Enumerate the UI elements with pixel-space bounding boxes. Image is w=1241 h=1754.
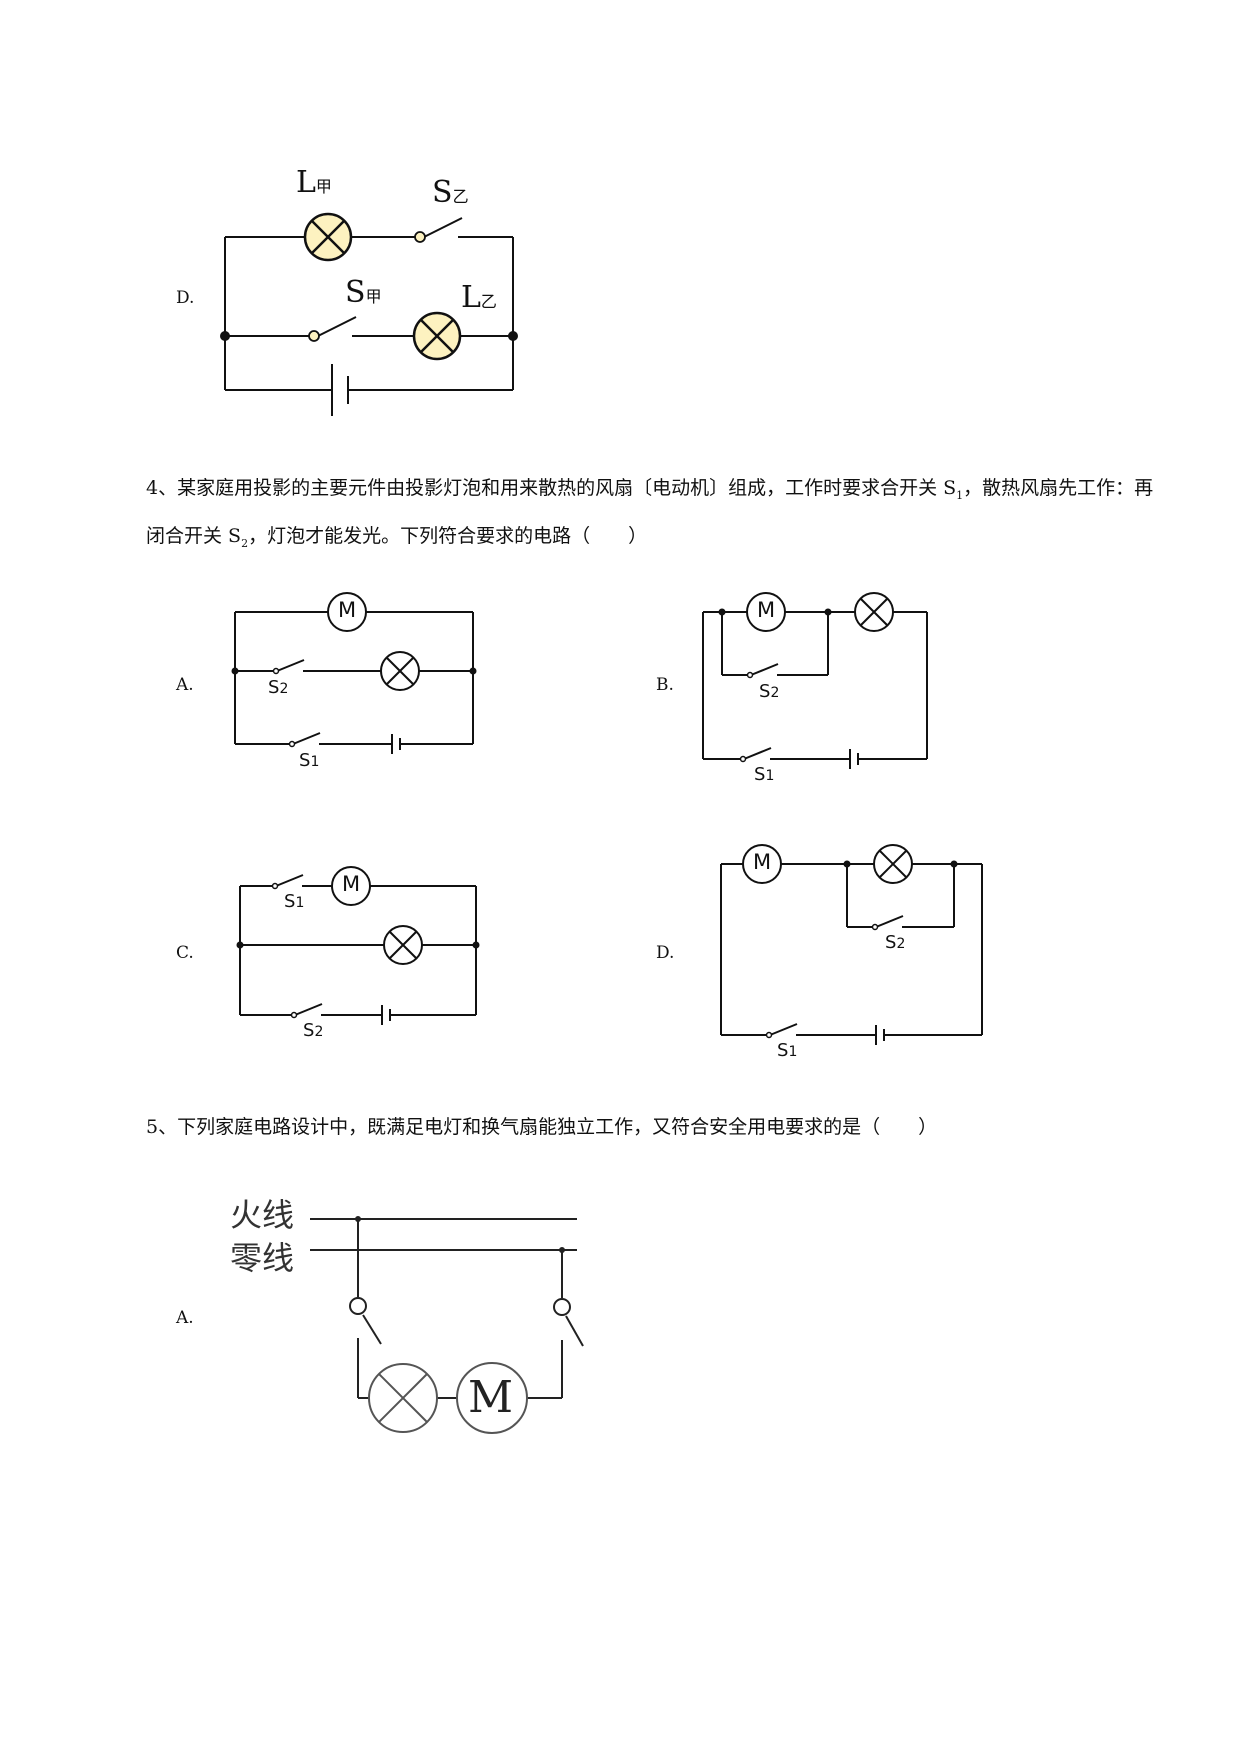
lamp-jia-label: L甲	[296, 165, 332, 200]
switch-blade	[362, 1314, 382, 1345]
q4-a-lamp-icon	[380, 651, 420, 691]
q3-option-d-letter[interactable]: D.	[176, 288, 195, 308]
q4-b-s2-label: S2	[759, 681, 780, 702]
q4-b-wires	[702, 611, 928, 769]
q4-b-s1-label: S1	[754, 764, 775, 785]
q4-d-lamp-icon	[873, 844, 913, 884]
switch-jia-pivot	[308, 330, 320, 342]
q4-b-lamp-icon	[854, 592, 894, 632]
q4-option-d-letter[interactable]: D.	[656, 943, 675, 963]
question-5-text: 5、下列家庭电路设计中，既满足电灯和换气扇能独立工作，又符合安全用电要求的是（ …	[146, 1116, 938, 1138]
lamp-jia-icon	[303, 212, 353, 262]
q4-a-motor-label: M	[338, 598, 357, 622]
q4-d-s2-label: S2	[885, 932, 906, 953]
switch-blade	[565, 1315, 584, 1347]
lamp-yi-icon	[412, 311, 462, 361]
switch-jia-label: S甲	[345, 275, 382, 310]
switch-blade-jia	[317, 316, 357, 337]
q4-c-wires	[239, 874, 477, 1025]
q4-c-lamp-icon	[383, 925, 423, 965]
q4-d-motor-label: M	[753, 850, 772, 874]
q4-d-s1-label: S1	[777, 1040, 798, 1061]
live-wire-label: 火线	[230, 1196, 295, 1234]
switch-yi-label: S乙	[432, 175, 469, 210]
switch-yi-pivot	[414, 231, 426, 243]
switch-pivot	[349, 1297, 367, 1315]
q4-c-s2-label: S2	[303, 1020, 324, 1041]
junction-dot	[220, 331, 230, 341]
q4-c-s1-label: S1	[284, 891, 305, 912]
q4-b-motor-label: M	[757, 598, 776, 622]
q5-lamp-icon	[368, 1363, 438, 1433]
q4-option-b-letter[interactable]: B.	[656, 675, 674, 695]
q5-option-a-letter[interactable]: A.	[176, 1308, 194, 1328]
q4-a-s1-label: S1	[299, 750, 320, 771]
neutral-wire-label: 零线	[230, 1239, 295, 1277]
q4-d-wires	[720, 863, 983, 1045]
q4-a-s2-label: S2	[268, 677, 289, 698]
q5-motor-label: M	[468, 1372, 514, 1423]
q4-c-motor-label: M	[342, 872, 361, 896]
question-4-text: 4、某家庭用投影的主要元件由投影灯泡和用来散热的风扇〔电动机〕组成，工作时要求合…	[146, 477, 1154, 550]
lamp-yi-label: L乙	[461, 280, 497, 315]
q4-option-c-letter[interactable]: C.	[176, 943, 194, 963]
switch-pivot	[553, 1298, 571, 1316]
switch-blade-yi	[423, 217, 463, 238]
q4-option-a-letter[interactable]: A.	[176, 675, 194, 695]
junction-dot	[508, 331, 518, 341]
